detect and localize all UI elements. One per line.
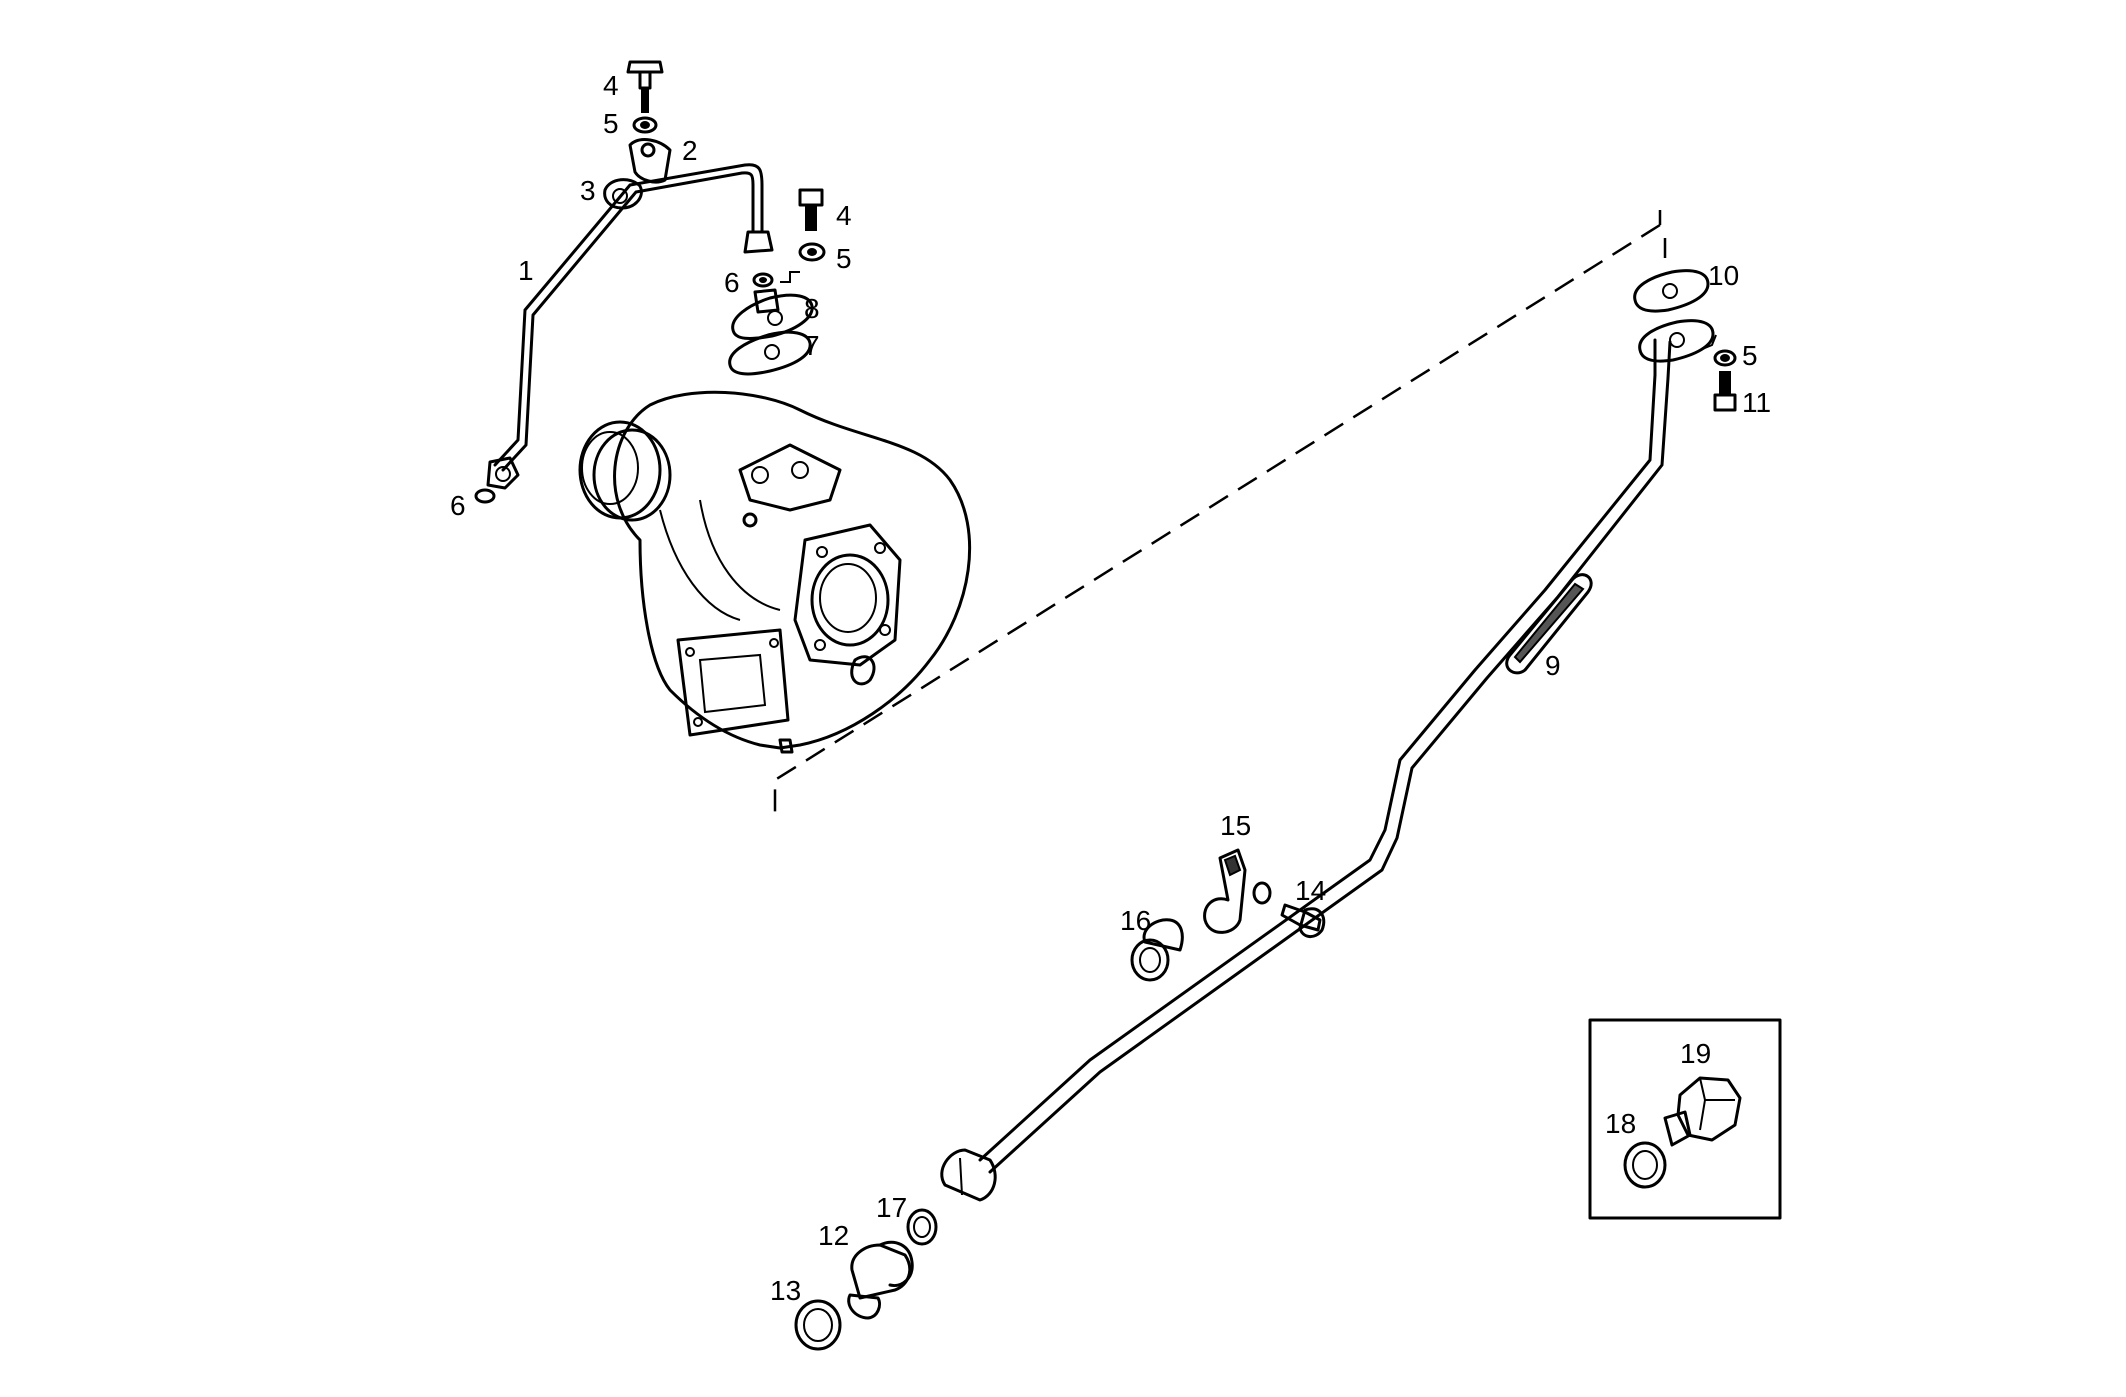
turbocharger <box>578 390 972 754</box>
callout-10: 10 <box>1708 260 1739 291</box>
callout-9: 9 <box>1545 650 1561 681</box>
feed-pipe-bracket-parts <box>603 60 672 210</box>
callout-5-right: 5 <box>836 243 852 274</box>
callout-14: 14 <box>1295 875 1326 906</box>
callout-3: 3 <box>580 175 596 206</box>
inset-plug-detail <box>1588 1018 1782 1220</box>
oil-feed-pipe <box>474 163 774 504</box>
callout-6-upper: 6 <box>724 267 740 298</box>
assembly-dashed-line <box>773 210 1667 820</box>
callout-13: 13 <box>770 1275 801 1306</box>
callout-labels: 4 5 2 3 1 4 5 6 8 7 6 10 5 11 9 15 16 14… <box>450 70 1771 1306</box>
callout-15: 15 <box>1220 810 1251 841</box>
callout-18: 18 <box>1605 1108 1636 1139</box>
callout-16: 16 <box>1120 905 1151 936</box>
callout-5-return: 5 <box>1742 340 1758 371</box>
callout-4-top: 4 <box>603 70 619 101</box>
oil-return-pipe <box>940 269 1737 1202</box>
callout-12: 12 <box>818 1220 849 1251</box>
return-pipe-clamp-parts <box>1130 848 1326 982</box>
feed-pipe-flange-parts <box>728 188 826 376</box>
callout-8: 8 <box>804 293 820 324</box>
callout-6-lower: 6 <box>450 490 466 521</box>
callout-5-top: 5 <box>603 108 619 139</box>
callout-1: 1 <box>518 255 534 286</box>
bottom-fittings <box>794 1208 938 1351</box>
callout-17: 17 <box>876 1192 907 1223</box>
callout-4-right: 4 <box>836 200 852 231</box>
callout-7: 7 <box>804 330 820 361</box>
callout-2: 2 <box>682 135 698 166</box>
callout-11: 11 <box>1742 387 1771 418</box>
callout-19: 19 <box>1680 1038 1711 1069</box>
